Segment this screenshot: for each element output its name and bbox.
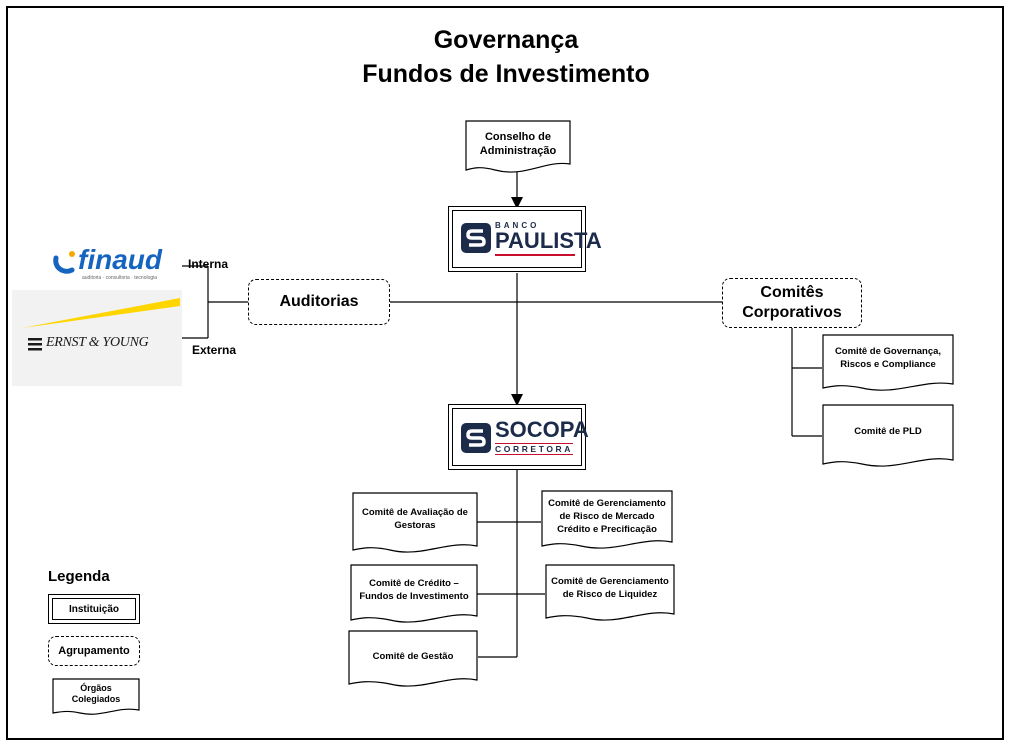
interna-label: Interna [188, 257, 229, 271]
comite-risco-mercado-shape [541, 490, 673, 549]
comite-credito-label: Comitê de Crédito – Fundos de Investimen… [359, 578, 469, 602]
finaud-tagline: auditoria · consultoria · tecnologia [82, 275, 158, 281]
socopa-small: CORRETORA [495, 443, 574, 455]
conselho-shape [465, 120, 571, 173]
comite-risco-liquidez-shape [545, 564, 675, 621]
comite-gestao-label: Comitê de Gestão [372, 650, 454, 662]
diagram-title-line2: Fundos de Investimento [362, 60, 650, 88]
legend-instituicao-label: Instituição [68, 603, 119, 615]
comite-risco-liquidez-label: Comitê de Gerenciamento de Risco de Liqu… [551, 576, 669, 600]
finaud-swoosh-icon [53, 251, 75, 274]
comite-governanca-shape [822, 334, 954, 391]
ey-mark-icon [28, 338, 42, 351]
auditors-logo-panel: finaud auditoria · consultoria · tecnolo… [12, 232, 182, 386]
banco-paulista-logo-icon [461, 223, 491, 253]
banco-paulista-underline [495, 254, 575, 256]
socopa-box: SOCOPA CORRETORA [448, 404, 589, 470]
socopa-name: SOCOPA [495, 417, 589, 442]
comite-governanca-label: Comitê de Governança, Riscos e Complianc… [834, 346, 942, 370]
ey-logo-text: ERNST & YOUNG [46, 335, 149, 350]
comite-gestao-shape [348, 630, 478, 687]
banco-paulista-box: BANCO PAULISTA [448, 206, 602, 272]
legend-orgaos-label: Órgãos Colegiados [71, 683, 121, 704]
comite-risco-mercado-label: Comitê de Gerenciamento de Risco de Merc… [548, 497, 666, 535]
externa-label: Externa [192, 343, 237, 357]
socopa-logo-icon [461, 423, 491, 453]
legend-instituicao-box: Instituição [48, 594, 140, 624]
legend-agrupamento-box: Agrupamento [48, 636, 140, 666]
finaud-logo-text: finaud [78, 244, 162, 275]
comites-corporativos-group: Comitês Corporativos [722, 278, 862, 328]
ey-beam-icon [22, 298, 180, 328]
banco-paulista-name: PAULISTA [495, 228, 602, 253]
comite-avaliacao-shape [352, 492, 478, 553]
comite-pld-shape [822, 404, 954, 467]
comite-credito-shape [350, 564, 478, 623]
diagram-title-line1: Governança [433, 26, 579, 54]
comite-avaliacao-label: Comitê de Avaliação de Gestoras [362, 507, 468, 531]
banco-paulista-small: BANCO [495, 221, 540, 230]
legend-title: Legenda [48, 568, 110, 585]
legend-orgaos-shape [52, 678, 140, 715]
conselho-label: Conselho de Administração [479, 131, 557, 157]
comite-pld-label: Comitê de PLD [854, 425, 922, 437]
auditorias-group: Auditorias [248, 279, 390, 325]
